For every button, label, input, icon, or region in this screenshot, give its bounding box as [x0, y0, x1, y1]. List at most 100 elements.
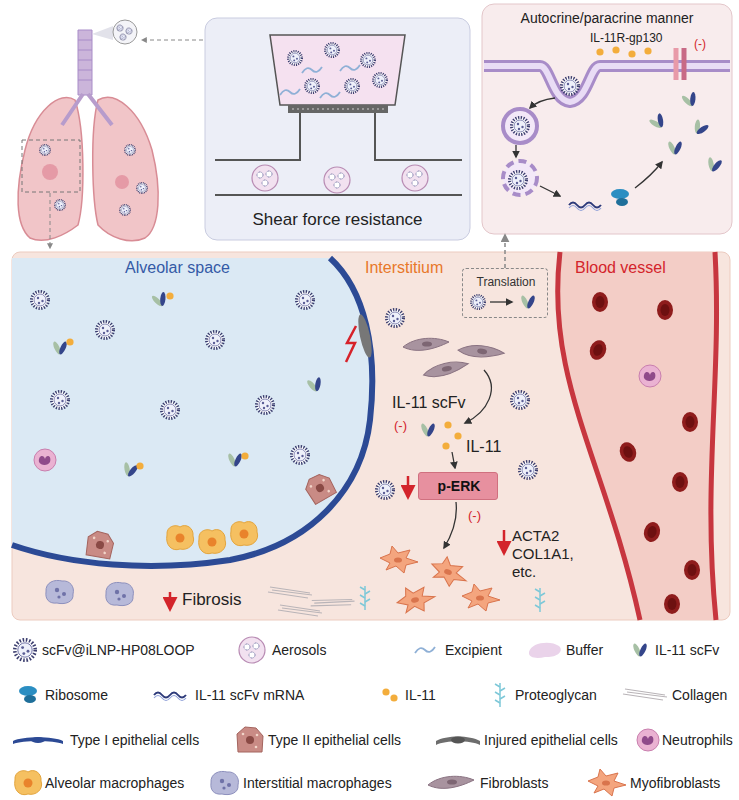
interstitium-illustration [452, 452, 455, 468]
autocrine-panel-ground [482, 4, 732, 234]
tissue-panel-ground [12, 252, 730, 620]
interstitium-illustration [278, 605, 322, 616]
interstitium-illustration [471, 295, 485, 309]
alveolus [52, 341, 69, 356]
alveolus [292, 447, 309, 464]
legend-label: Fibroblasts [480, 775, 548, 791]
alveolus [241, 452, 248, 459]
interstitium-illustration [444, 421, 451, 428]
legend-icon [588, 769, 626, 796]
alveolus [162, 402, 179, 419]
blood-vessel [664, 594, 680, 614]
lung-illustration [126, 28, 132, 34]
legend-label: IL-11 [405, 687, 436, 703]
alveolus [302, 470, 337, 505]
legend-icon [495, 683, 505, 707]
node-label: Blood vessel [575, 258, 666, 277]
lung-illustration [125, 145, 135, 155]
receptor-symbol [682, 48, 687, 80]
alveolus [167, 526, 194, 550]
blood-vessel [672, 472, 688, 492]
alveolus [231, 522, 258, 546]
interstitium-illustration [403, 338, 449, 350]
interstitium-illustration [454, 432, 461, 439]
lung-illustration [55, 200, 65, 210]
region: Alveolar space [12, 252, 372, 567]
interstitium-illustration [422, 360, 469, 378]
endocytosis-illustration [515, 145, 516, 157]
alveolus [12, 258, 372, 566]
blood-vessel [558, 252, 717, 620]
nebulizer-device [361, 53, 375, 67]
lung-illustration [120, 34, 126, 40]
lung-illustration [78, 40, 92, 80]
shear-panel-ground [205, 18, 470, 240]
dashed-arrow [504, 235, 506, 268]
legend-icon [237, 727, 263, 752]
endocytosis-illustration [689, 117, 711, 138]
lung-illustration [137, 183, 147, 193]
interstitium-illustration [512, 392, 529, 409]
alveolus [150, 290, 171, 310]
nebulizer-device [215, 113, 462, 160]
alveolus [32, 292, 49, 309]
legend-icon [436, 737, 480, 746]
nebulizer-device [252, 165, 278, 191]
lung-illustration [18, 20, 203, 248]
alveolus [227, 453, 244, 468]
legend-label: IL-11 scFv mRNA [195, 687, 304, 703]
node-label: Translation [477, 275, 536, 289]
interstitium-illustration [380, 546, 418, 573]
endocytosis-illustration [503, 109, 537, 143]
lung-illustration [120, 205, 130, 215]
legend-icon [415, 647, 435, 653]
legend-label: Alveolar macrophages [45, 775, 184, 791]
legend-label: Ribosome [45, 687, 108, 703]
interstitium-illustration [535, 588, 545, 612]
legend-icon [529, 643, 561, 658]
nebulizer-device [402, 165, 428, 191]
interstitium-illustration [46, 295, 545, 618]
nebulizer-device [302, 67, 322, 73]
lung-illustration [22, 140, 80, 192]
endocytosis-illustration [611, 189, 629, 206]
process-box: p-ERK [418, 472, 498, 500]
legend-icon [19, 686, 37, 703]
interstitium-illustration [394, 581, 438, 617]
endocytosis-illustration [680, 90, 701, 110]
endocytosis-illustration [644, 47, 651, 54]
blood-vessel [642, 520, 663, 543]
alveolus [85, 530, 115, 559]
interstitium-illustration [268, 587, 312, 598]
node-label: p-ERK [438, 478, 481, 495]
nebulizer-device [320, 92, 340, 98]
legend-icon [15, 771, 42, 795]
alveolus [97, 322, 114, 339]
tissue-panel-ground [12, 252, 730, 620]
inhibition-mark: (-) [694, 37, 706, 51]
legend-label: Injured epithelial cells [484, 732, 618, 748]
nebulizer-device [325, 43, 339, 57]
lung-illustration [117, 25, 123, 31]
legend-icon [15, 640, 35, 660]
interstitium-illustration [457, 342, 504, 362]
interstitium-illustration [169, 592, 172, 609]
alveolus [346, 326, 356, 362]
legend-icon [382, 688, 389, 695]
blood-vessel [711, 252, 717, 620]
panel: Shear force resistance [205, 18, 470, 240]
lung-illustration [18, 97, 83, 240]
interstitium-illustration [387, 310, 404, 327]
endocytosis-illustration [647, 111, 669, 133]
lung-illustration [142, 40, 203, 41]
lung-illustration [93, 97, 158, 240]
blood-vessel [617, 440, 639, 464]
endocytosis-illustration [503, 46, 724, 210]
interstitium-illustration [442, 442, 449, 449]
blood-vessel [587, 338, 609, 362]
node-label: Autocrine/paracrine manner [521, 10, 694, 27]
interstitium-illustration [462, 584, 500, 611]
legend-icon [239, 637, 265, 663]
legend-label: Buffer [566, 642, 603, 658]
